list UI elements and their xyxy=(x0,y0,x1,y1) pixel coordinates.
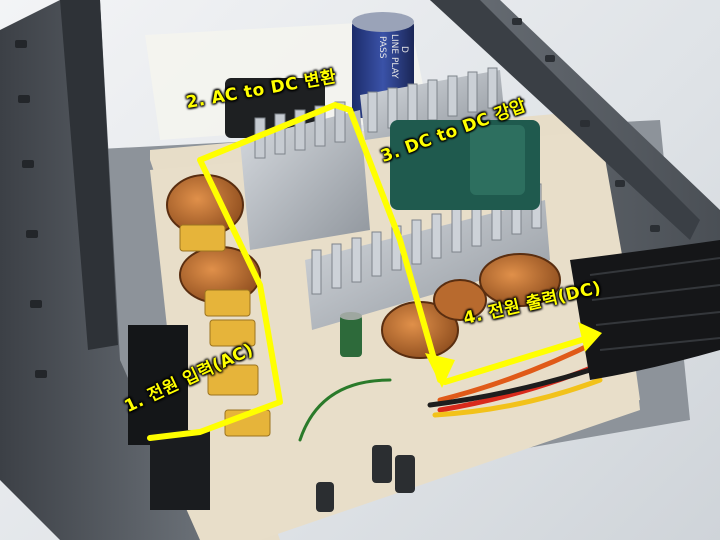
vent-holes-right xyxy=(512,18,660,232)
cable-bundle-texture xyxy=(589,257,720,351)
arrow-dc-dc-path xyxy=(347,107,443,383)
arrow-output-path xyxy=(442,335,591,385)
capacitor-text-2: LINE PLAY xyxy=(389,34,399,79)
x-capacitors xyxy=(179,224,271,437)
arrow-input-path xyxy=(147,102,353,441)
right-wall-rim xyxy=(430,0,700,240)
capacitor-text-1: D xyxy=(399,46,409,53)
output-coil-2 xyxy=(479,253,561,307)
heatsink-primary xyxy=(240,101,370,250)
annotation-arrows xyxy=(147,102,591,441)
output-coil-3 xyxy=(433,279,487,321)
small-capacitors xyxy=(316,312,415,512)
dc-transformer-core xyxy=(470,125,525,195)
ac-inlet-socket xyxy=(128,325,188,445)
arrow-heads xyxy=(425,322,602,388)
bulk-capacitor-top xyxy=(352,12,414,32)
arrow-head-output xyxy=(578,322,602,352)
vent-holes-left xyxy=(15,40,47,378)
arrow-head-dc-dc xyxy=(425,353,455,388)
heatsink-secondary-mid xyxy=(305,183,550,330)
sleeved-cable-bundle xyxy=(570,240,720,380)
ac-inlet-lower xyxy=(150,430,210,510)
left-wall-rim xyxy=(60,0,118,350)
capacitor-text-3: PASS xyxy=(377,36,387,59)
